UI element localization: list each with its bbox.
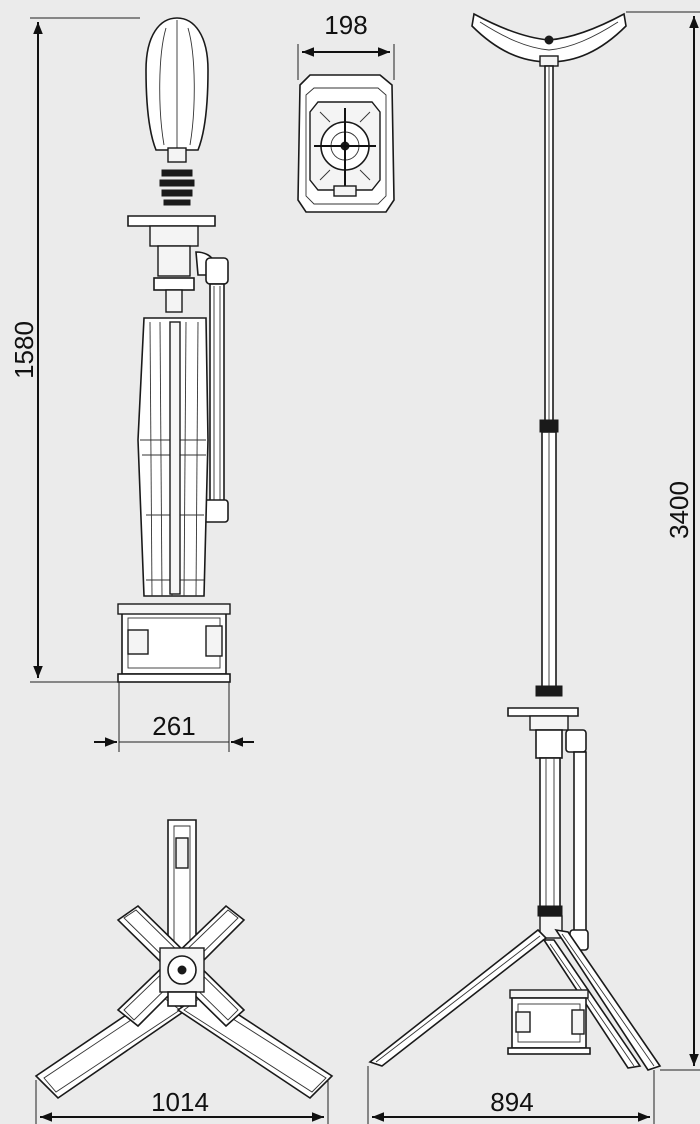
side-handle — [203, 257, 229, 523]
lamp-head-front-view: 198 — [297, 10, 395, 213]
dimension-label-height-extended: 3400 — [664, 481, 694, 539]
mast-clamp — [127, 215, 216, 277]
folded-legs — [137, 317, 209, 597]
dimension-label-height-side: 1580 — [9, 321, 39, 379]
collapsed-side-view: 1580 261 — [9, 17, 254, 752]
battery-base-extended — [507, 989, 591, 1055]
lamp-head-top — [471, 12, 627, 67]
dimension-label-base-width: 261 — [152, 711, 195, 741]
dimension-height-extended: 3400 — [626, 11, 700, 1071]
extended-tower-view: 3400 894 — [367, 11, 700, 1124]
dimension-label-footprint-front: 894 — [490, 1087, 533, 1117]
spring-joint — [159, 169, 195, 206]
mast-collar — [153, 277, 195, 313]
tripod-top-view: 1014 — [34, 819, 334, 1124]
dimension-lamp-head: 198 — [297, 10, 395, 80]
dimension-footprint-top: 1014 — [35, 1080, 329, 1124]
dimension-label-footprint-top: 1014 — [151, 1087, 209, 1117]
lamp-head-side — [145, 17, 209, 163]
tripod-legs — [368, 928, 662, 1071]
mast-clamp-extended — [507, 707, 589, 951]
battery-base — [117, 603, 231, 683]
dimension-label-lamp-head: 198 — [324, 10, 367, 40]
telescopic-mast — [535, 65, 563, 697]
dimension-height-side: 1580 — [9, 17, 140, 683]
dimension-footprint-front: 894 — [367, 1066, 655, 1124]
dimension-base-width: 261 — [94, 682, 254, 752]
